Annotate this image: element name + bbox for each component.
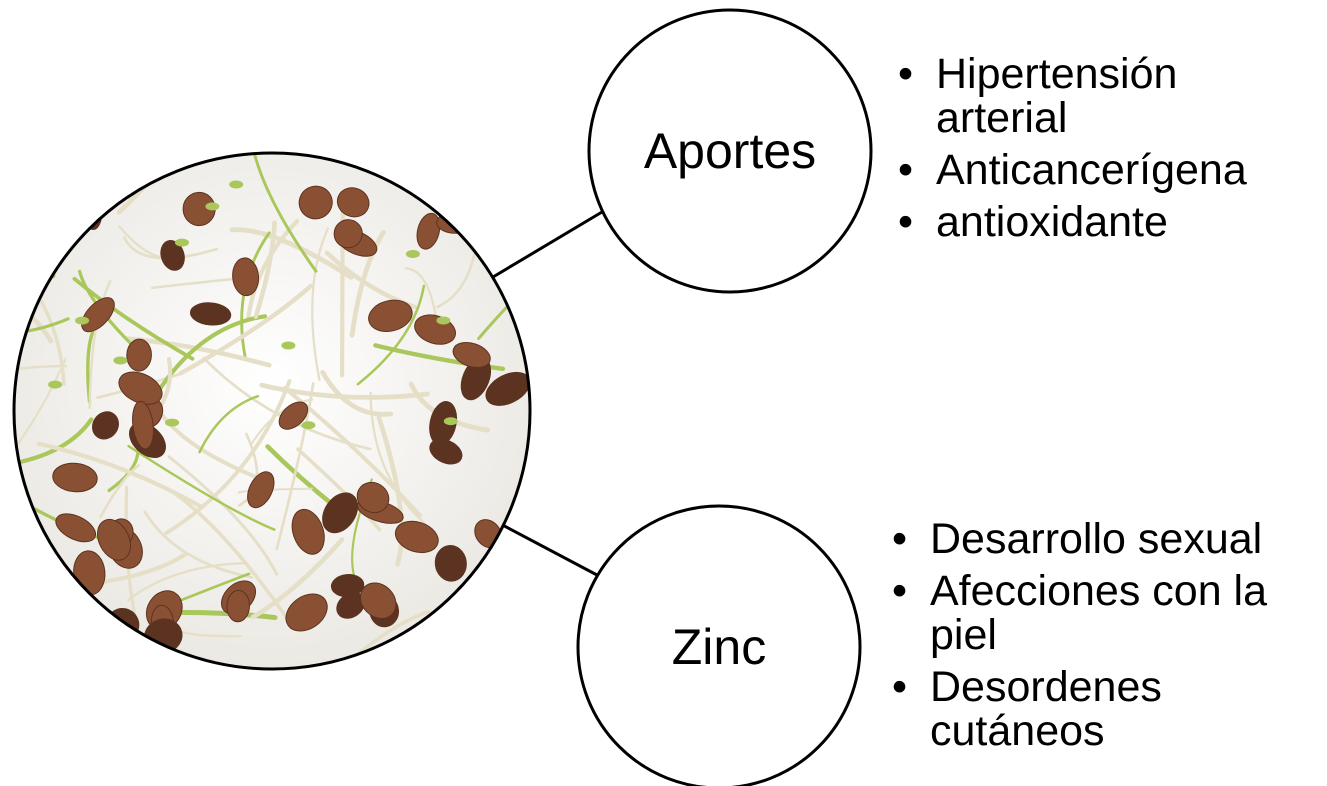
seed xyxy=(482,615,521,652)
sprout-leaf xyxy=(436,317,450,325)
sprout-leaf xyxy=(75,317,89,325)
list-item: Anticancerígena xyxy=(898,148,1318,192)
sprout-leaf xyxy=(175,239,189,247)
list-item: Hipertensión arterial xyxy=(898,52,1318,140)
aportes-bullet-list: Hipertensión arterial Anticancerígena an… xyxy=(898,52,1318,252)
sprout-leaf xyxy=(165,419,179,427)
seed xyxy=(126,339,152,372)
sprout-leaf xyxy=(229,181,243,189)
seed xyxy=(80,185,104,230)
list-item: antioxidante xyxy=(898,200,1318,244)
seed xyxy=(469,572,510,603)
sprout-leaf xyxy=(113,357,127,365)
sprout-leaf xyxy=(444,417,458,425)
list-item: Desarrollo sexual xyxy=(892,517,1322,561)
sprout-leaf xyxy=(281,342,295,350)
sprout-leaf xyxy=(91,196,105,204)
seed xyxy=(473,182,518,227)
sprout-stem xyxy=(99,35,106,217)
list-item: Desordenes cutáneos xyxy=(892,665,1322,753)
connector-bottom xyxy=(493,520,597,575)
node-aportes-label: Aportes xyxy=(580,126,880,176)
sprout-leaf xyxy=(48,381,62,389)
sprout-leaf xyxy=(205,202,219,210)
sprout-leaf xyxy=(301,421,315,429)
zinc-bullet-list: Desarrollo sexual Afecciones con la piel… xyxy=(892,517,1322,761)
connector-top xyxy=(493,212,602,277)
seed xyxy=(26,593,67,633)
list-item: Afecciones con la piel xyxy=(892,569,1322,657)
sprout-stem xyxy=(11,124,53,276)
seed xyxy=(226,590,250,622)
sprout-stem xyxy=(33,625,120,656)
sprout-leaf xyxy=(459,222,473,230)
sprouts-photo xyxy=(0,35,592,771)
sprout-leaf xyxy=(406,250,420,258)
node-zinc-label: Zinc xyxy=(569,622,869,672)
